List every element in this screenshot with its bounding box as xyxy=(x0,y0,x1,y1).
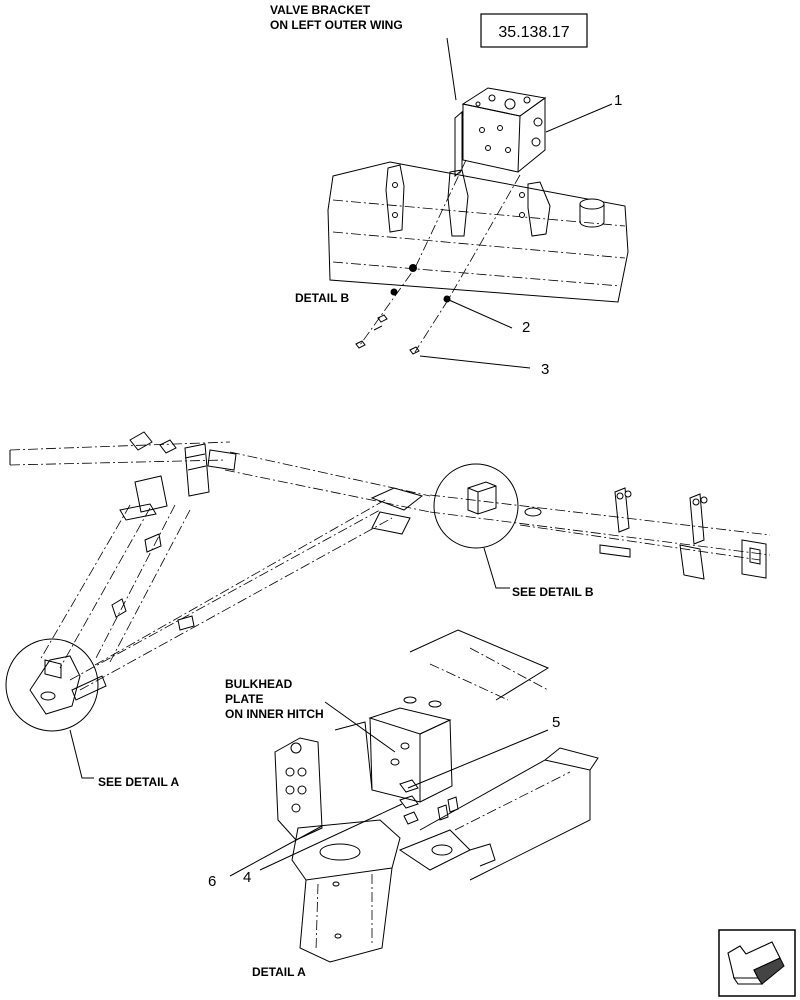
detail-a-drawing xyxy=(274,629,599,963)
detail-a-label: DETAIL A xyxy=(252,965,306,979)
bulkhead-plate-label: BULKHEAD PLATE ON INNER HITCH xyxy=(225,677,324,721)
callout-2: 2 xyxy=(522,319,530,336)
valve-bracket-label: VALVE BRACKET ON LEFT OUTER WING xyxy=(270,3,403,32)
callout-5: 5 xyxy=(552,714,560,731)
see-detail-b-label: SEE DETAIL B xyxy=(512,585,594,599)
callout-4: 4 xyxy=(243,869,251,886)
reference-number: 35.138.17 xyxy=(498,24,569,41)
detail-b-drawing xyxy=(327,87,629,355)
see-detail-a-label: SEE DETAIL A xyxy=(98,775,179,789)
detail-a-leaders xyxy=(229,701,549,877)
reference-box: 35.138.17 xyxy=(480,13,588,48)
see-detail-leaders xyxy=(69,547,510,779)
callout-1: 1 xyxy=(614,92,622,109)
callout-3: 3 xyxy=(541,361,549,378)
detail-b-label: DETAIL B xyxy=(295,291,350,305)
detail-b-leaders xyxy=(419,37,613,369)
main-assembly-drawing xyxy=(5,431,771,732)
next-page-arrow-icon[interactable] xyxy=(718,929,796,997)
callout-6: 6 xyxy=(208,873,216,890)
